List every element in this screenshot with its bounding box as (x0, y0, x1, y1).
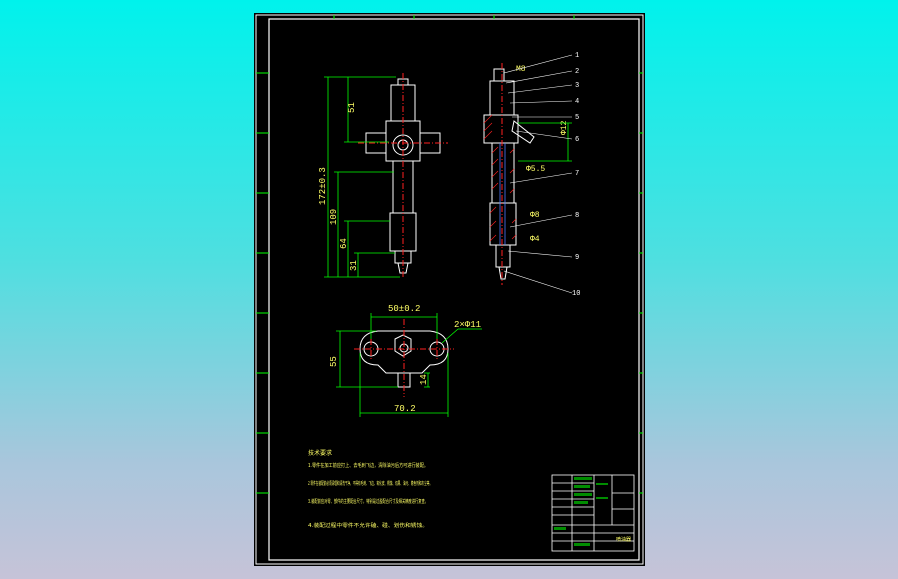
injector-section-view (483, 68, 535, 280)
title-block (551, 474, 635, 552)
section-hatching (483, 114, 517, 242)
flange-dim-lines (336, 313, 482, 417)
dim-section-d4: Φ4 (530, 235, 540, 244)
title-block-fill (554, 477, 608, 546)
dim-stub-len: 14 (419, 374, 429, 385)
part-numbers: 1 2 3 4 5 6 7 8 9 10 (572, 52, 580, 298)
dim-flange-width: 70.2 (394, 404, 416, 414)
note-line: 3.装配前应对零、部件的主要配合尺寸，特别是过盈配合尺寸及相关精度进行复查。 (308, 498, 428, 505)
part-number: 7 (575, 170, 579, 178)
part-number: 3 (575, 82, 579, 90)
part-leaders (503, 54, 573, 294)
front-view-dimensions (324, 76, 400, 278)
technical-notes: 技术要求 1.零件在加工前应打上、去毛刺飞边，清除油污后方可进行装配。 2.零件… (308, 449, 432, 529)
dim-lower-len: 109 (329, 209, 339, 225)
section-inner (499, 143, 506, 245)
part-number: 9 (575, 254, 579, 262)
sheet-border (255, 14, 644, 565)
front-view-centerline (358, 73, 448, 279)
flange-dimension-text: 50±0.2 70.2 55 14 2×Φ11 (329, 304, 481, 414)
part-number: 5 (575, 114, 579, 122)
front-view-dimension-text: 172±0.3 51 109 64 31 (318, 102, 359, 271)
note-line: 4.装配过程中零件不允许磕、碰、划伤和锈蚀。 (308, 522, 428, 529)
part-number: 1 (575, 52, 579, 60)
title-block-label: 喷油器 (616, 536, 631, 543)
dim-section-d2: Φ5.5 (526, 165, 545, 174)
note-line: 1.零件在加工前应打上、去毛刺飞边，清除油污后方可进行装配。 (308, 462, 428, 469)
dim-section-d3: Φ8 (530, 211, 540, 220)
dim-top-segment: 51 (347, 102, 357, 113)
part-number: 2 (575, 68, 579, 76)
dim-flange-center: 50±0.2 (388, 304, 420, 314)
section-dim-lines (518, 122, 572, 162)
drawing-sheet: 172±0.3 51 109 64 31 M8 Φ12 Φ5.5 Φ8 (254, 13, 645, 566)
dim-lower-short: 64 (339, 238, 349, 249)
part-number: 4 (575, 98, 579, 106)
flange-centerline (354, 319, 454, 397)
dim-section-d1: Φ12 (560, 120, 569, 135)
part-number: 6 (575, 136, 579, 144)
notes-title: 技术要求 (308, 449, 332, 457)
note-line: 2.零件在装配前必须清理和清洗干净，不得有毛刺、飞边、氧化皮、锈蚀、切屑、油污、… (308, 480, 432, 487)
dim-hole-spec: 2×Φ11 (454, 320, 481, 330)
section-dimension-text: M8 Φ12 Φ5.5 Φ8 Φ4 (516, 65, 569, 244)
dim-width-vertical: 55 (329, 356, 339, 367)
dim-tip-len: 31 (349, 260, 359, 271)
dim-section-m: M8 (516, 65, 526, 74)
part-number: 10 (572, 290, 580, 298)
part-number: 8 (575, 212, 579, 220)
dim-overall-length: 172±0.3 (318, 167, 328, 205)
